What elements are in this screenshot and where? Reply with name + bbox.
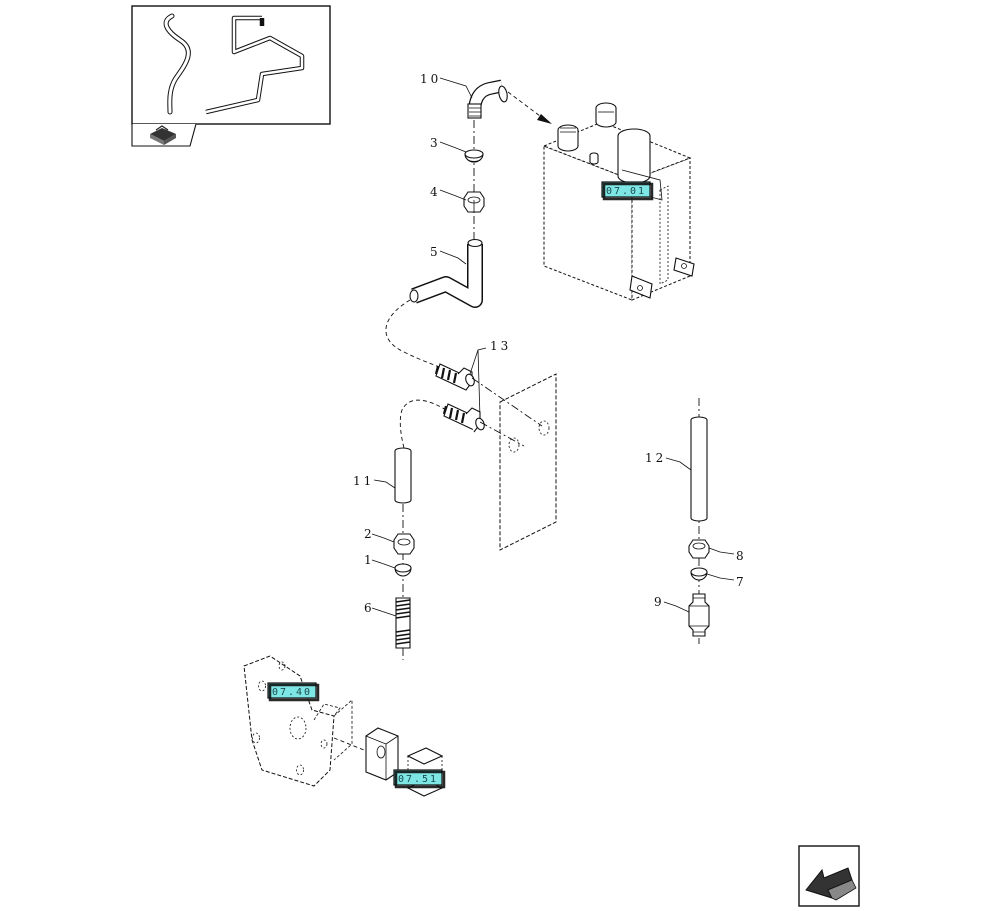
svg-text:8: 8 (736, 549, 747, 563)
callout-6: 6 (364, 601, 397, 617)
part-8-nut (688, 539, 710, 559)
part-10-elbow (467, 79, 508, 119)
svg-text:10: 10 (420, 72, 441, 86)
part-2-nut (393, 533, 415, 555)
ref-bracket-label: 07.40 (272, 687, 312, 698)
part-3-ball (464, 149, 484, 163)
part-13-fitting-upper (434, 363, 475, 391)
callout-12: 12 (645, 451, 692, 471)
overview-thumbnail[interactable] (131, 5, 331, 147)
callout-9: 9 (654, 595, 690, 613)
bulkhead-plate (499, 373, 557, 551)
back-arrow-icon[interactable] (798, 845, 860, 907)
callout-3: 3 (430, 136, 467, 153)
part-9-connector (688, 593, 710, 637)
svg-text:7: 7 (736, 575, 747, 589)
svg-text:2: 2 (364, 527, 375, 541)
callout-8: 8 (708, 547, 747, 563)
part-7-ball (690, 567, 708, 581)
callout-1: 1 (364, 553, 396, 569)
svg-text:4: 4 (430, 185, 441, 199)
manual-book-icon[interactable] (150, 125, 176, 145)
svg-text:12: 12 (645, 451, 666, 465)
ref-box-tank[interactable]: 07.01 (601, 181, 654, 201)
ref-box-bracket[interactable]: 07.40 (267, 682, 320, 702)
callout-4: 4 (430, 185, 467, 201)
svg-text:1: 1 (364, 553, 375, 567)
part-11-tube (394, 447, 412, 504)
hydraulic-tank (542, 102, 695, 301)
part-4-nut (463, 191, 485, 213)
callout-2: 2 (364, 527, 395, 543)
callout-11: 11 (353, 474, 396, 489)
part-6-stud (395, 597, 411, 649)
svg-text:9: 9 (654, 595, 665, 609)
callout-7: 7 (706, 573, 747, 589)
callout-10: 10 (420, 72, 473, 99)
part-13-fitting-lower (442, 403, 485, 433)
mounting-bracket (243, 655, 353, 787)
part-1-ball (394, 563, 412, 577)
ref-box-block[interactable]: 07.51 (393, 769, 446, 789)
svg-text:3: 3 (430, 136, 441, 150)
svg-text:6: 6 (364, 601, 375, 615)
callout-5: 5 (430, 245, 467, 265)
svg-text:5: 5 (430, 245, 441, 259)
callout-13: 13 (490, 339, 511, 353)
ref-tank-label: 07.01 (606, 186, 646, 197)
svg-text:13: 13 (490, 339, 511, 353)
part-12-tube (690, 416, 708, 522)
line-routing-thumbnail-icon (163, 13, 305, 115)
svg-text:11: 11 (353, 474, 374, 488)
ref-block-label: 07.51 (398, 774, 438, 785)
part-5-tube (409, 238, 483, 308)
